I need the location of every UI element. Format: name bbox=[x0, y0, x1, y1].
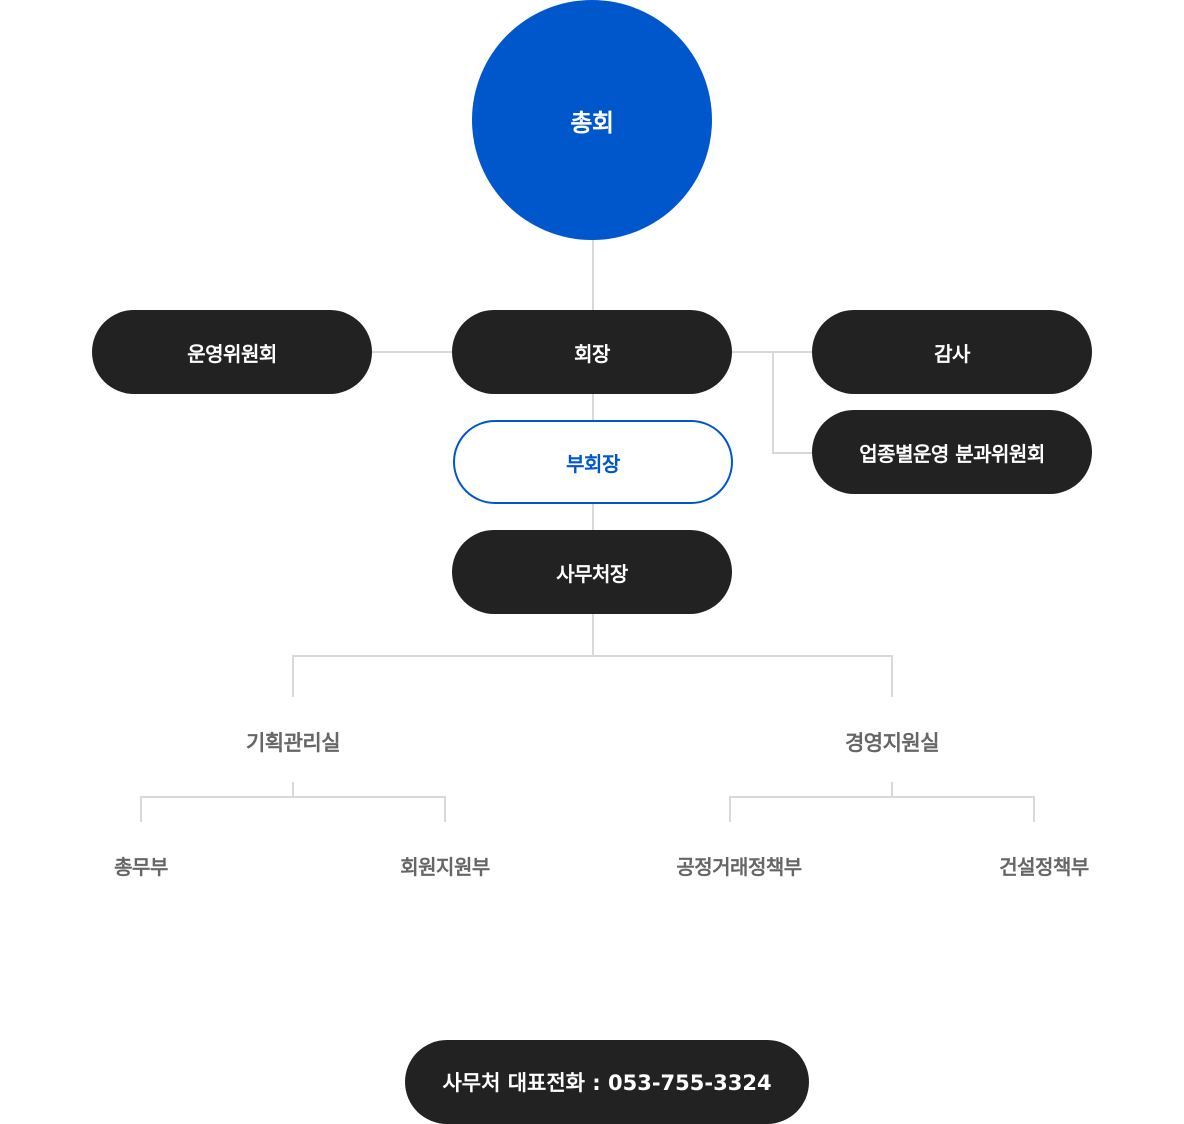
steering-committee-label: 운영위원회 bbox=[187, 341, 277, 366]
connector-line bbox=[592, 504, 594, 530]
industry-committee-node: 업종별운영 분과위원회 bbox=[812, 410, 1092, 494]
connector-line bbox=[292, 782, 294, 797]
secretary-general-label: 사무처장 bbox=[556, 561, 628, 586]
connector-line bbox=[592, 240, 594, 310]
steering-committee-node: 운영위원회 bbox=[92, 310, 372, 394]
connector-line bbox=[292, 655, 893, 657]
connector-line bbox=[729, 796, 731, 822]
office-phone-banner: 사무처 대표전화 : 053-755-3324 bbox=[405, 1040, 809, 1124]
connector-line bbox=[140, 796, 142, 822]
chairman-node: 회장 bbox=[452, 310, 732, 394]
general-assembly-label: 총회 bbox=[570, 108, 614, 137]
connector-line bbox=[891, 782, 893, 797]
secretary-general-node: 사무처장 bbox=[452, 530, 732, 614]
connector-line bbox=[444, 796, 446, 822]
connector-line bbox=[1033, 796, 1035, 822]
team-general-affairs: 총무부 bbox=[114, 855, 168, 879]
office-phone-label: 사무처 대표전화 : 053-755-3324 bbox=[442, 1071, 772, 1095]
team-construction-policy: 건설정책부 bbox=[999, 855, 1089, 879]
vice-chairman-label: 부회장 bbox=[566, 451, 620, 476]
team-fair-trade-policy: 공정거래정책부 bbox=[676, 855, 802, 879]
connector-line bbox=[372, 351, 452, 353]
connector-line bbox=[772, 351, 774, 454]
auditor-label: 감사 bbox=[934, 341, 970, 366]
chairman-label: 회장 bbox=[574, 341, 610, 366]
connector-line bbox=[592, 614, 594, 656]
connector-line bbox=[729, 796, 1035, 798]
connector-line bbox=[772, 452, 812, 454]
auditor-node: 감사 bbox=[812, 310, 1092, 394]
connector-line bbox=[891, 655, 893, 697]
team-member-support: 회원지원부 bbox=[400, 855, 490, 879]
connector-line bbox=[292, 655, 294, 697]
industry-committee-label: 업종별운영 분과위원회 bbox=[859, 441, 1045, 466]
connector-line bbox=[592, 394, 594, 420]
department-planning: 기획관리실 bbox=[245, 731, 341, 755]
connector-line bbox=[140, 796, 446, 798]
general-assembly-node: 총회 bbox=[472, 0, 712, 240]
vice-chairman-node: 부회장 bbox=[453, 420, 733, 504]
department-management: 경영지원실 bbox=[844, 731, 940, 755]
